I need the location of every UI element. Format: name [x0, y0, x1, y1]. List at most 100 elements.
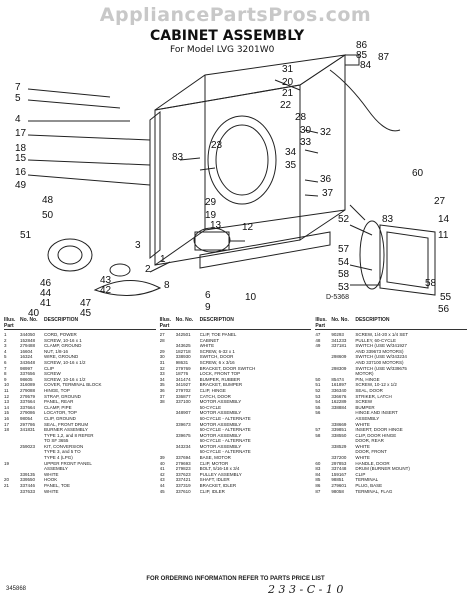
cell-desc: SCREW — [44, 371, 61, 377]
cabinet-drawing — [27, 54, 436, 297]
cell-part: 348907 — [175, 410, 191, 416]
cell-desc: BRACKET, DOOR SWITCH — [199, 365, 256, 371]
header-desc: DESCRIPTION — [44, 317, 79, 323]
cell-illus: 20 — [4, 477, 10, 483]
terminal-block — [344, 54, 360, 66]
cell-desc: DOOR, REAR — [355, 438, 384, 444]
cell-part: 337421 — [175, 477, 191, 483]
cell-desc: CLIP — [355, 471, 366, 477]
callout-13: 13 — [210, 220, 222, 231]
cell-desc: PANEL, REAR — [44, 399, 74, 405]
callout-23: 22 — [280, 100, 292, 111]
cell-desc: AND 337100 MOTORS) — [355, 359, 404, 365]
cell-part: 341474 — [175, 376, 191, 382]
cell-illus: 29 — [159, 348, 165, 354]
cell-illus: 83 — [315, 466, 321, 472]
header-desc: DESCRIPTION — [199, 317, 234, 323]
cell-part: 98631 — [175, 359, 189, 365]
cell-part: 344050 — [20, 332, 36, 337]
table-row: AND 337100 MOTORS) — [315, 360, 467, 366]
table-row: DOOR, FRONT — [315, 449, 467, 455]
cell-desc: CATCH, DOOR — [199, 393, 231, 399]
cell-illus: 37 — [159, 393, 165, 399]
cell-desc: COVER, TERMINAL BLOCK — [44, 382, 102, 388]
cell-part: 98054 — [20, 415, 33, 421]
cell-desc: CLIP, TOE PANEL — [199, 332, 237, 337]
callout-22: 23 — [211, 140, 223, 151]
cell-desc: UPPER FRONT PANEL — [44, 460, 92, 466]
cell-part: 298309 — [331, 365, 347, 371]
cell-desc: HANDLE, DOOR — [355, 460, 390, 466]
cell-desc: MOTOR ASSEMBLY — [199, 432, 242, 438]
cell-part: 279702 — [175, 387, 191, 393]
cell-illus: 38 — [159, 399, 165, 405]
cell-desc: 60-CYCLE - ALTERNATE — [199, 415, 251, 421]
callout-60: 60 — [412, 168, 424, 179]
power-cord — [329, 69, 401, 132]
cell-part: 336877 — [175, 393, 191, 399]
callout-33: 33 — [300, 137, 312, 148]
callout-84: 84 — [360, 60, 372, 71]
callout-20: 20 — [282, 77, 294, 88]
callout-49: 51 — [20, 230, 32, 241]
cell-desc: TYPE 1,2, and 8 REFER — [44, 432, 94, 438]
cell-illus: 4 — [4, 348, 7, 354]
cell-desc: AND 339673 MOTORS) — [355, 348, 404, 354]
callout-38: 40 — [28, 308, 40, 319]
cell-illus: 1 — [4, 332, 7, 337]
cell-desc: PIN, HINGE — [355, 376, 380, 382]
cell-part: 279579 — [20, 393, 36, 399]
drum-opening — [207, 115, 277, 205]
callout-14: 14 — [438, 214, 450, 225]
cell-desc: STRIKER, LATCH — [355, 393, 392, 399]
callout-39: 41 — [40, 298, 52, 309]
table-row: 37 336877 CATCH, DOOR — [160, 394, 312, 400]
cell-desc: LOCK, FRONT TOP — [199, 371, 241, 377]
cell-desc: LOCATOR, TOP — [44, 410, 77, 416]
table-row: 50-CYCLE — [160, 405, 312, 411]
callout-56: 58 — [338, 269, 350, 280]
callout-7: 7 — [15, 82, 21, 93]
cell-part: 279693 — [175, 460, 191, 466]
cell-illus: 8 — [4, 371, 7, 377]
sheet-number: 345868 — [6, 586, 27, 592]
callout-47: 49 — [15, 180, 27, 191]
cell-desc: TO SF 3655 — [44, 438, 69, 444]
cell-illus: 17 — [4, 421, 10, 427]
cell-illus: 60 — [315, 460, 321, 466]
cell-part: 98605 — [20, 376, 33, 382]
cell-part: 182718 — [175, 348, 191, 354]
cell-desc: SWITCH (USE W/341927 — [355, 343, 407, 349]
cell-part: 337623 — [175, 471, 191, 477]
cell-desc: CLIP — [44, 365, 55, 371]
motor — [193, 227, 231, 253]
cell-illus: 14 — [4, 404, 10, 410]
cell-part: 159167 — [331, 471, 347, 477]
cell-illus: 40 — [159, 460, 165, 466]
cell-illus: 56 — [315, 410, 321, 416]
callout-41: 43 — [100, 275, 112, 286]
cell-desc: SWITCH, DOOR — [199, 354, 234, 360]
callout-45: 47 — [80, 298, 92, 309]
cell-desc: MOTOR ASSEMBLY — [199, 399, 242, 405]
header-no: No. No. — [20, 317, 38, 323]
cell-part: 259023 — [20, 443, 36, 449]
model-subtitle: For Model LVG 3201W0 — [170, 45, 275, 55]
table-row: 60-CYCLE - ALTERNATE — [160, 438, 312, 444]
